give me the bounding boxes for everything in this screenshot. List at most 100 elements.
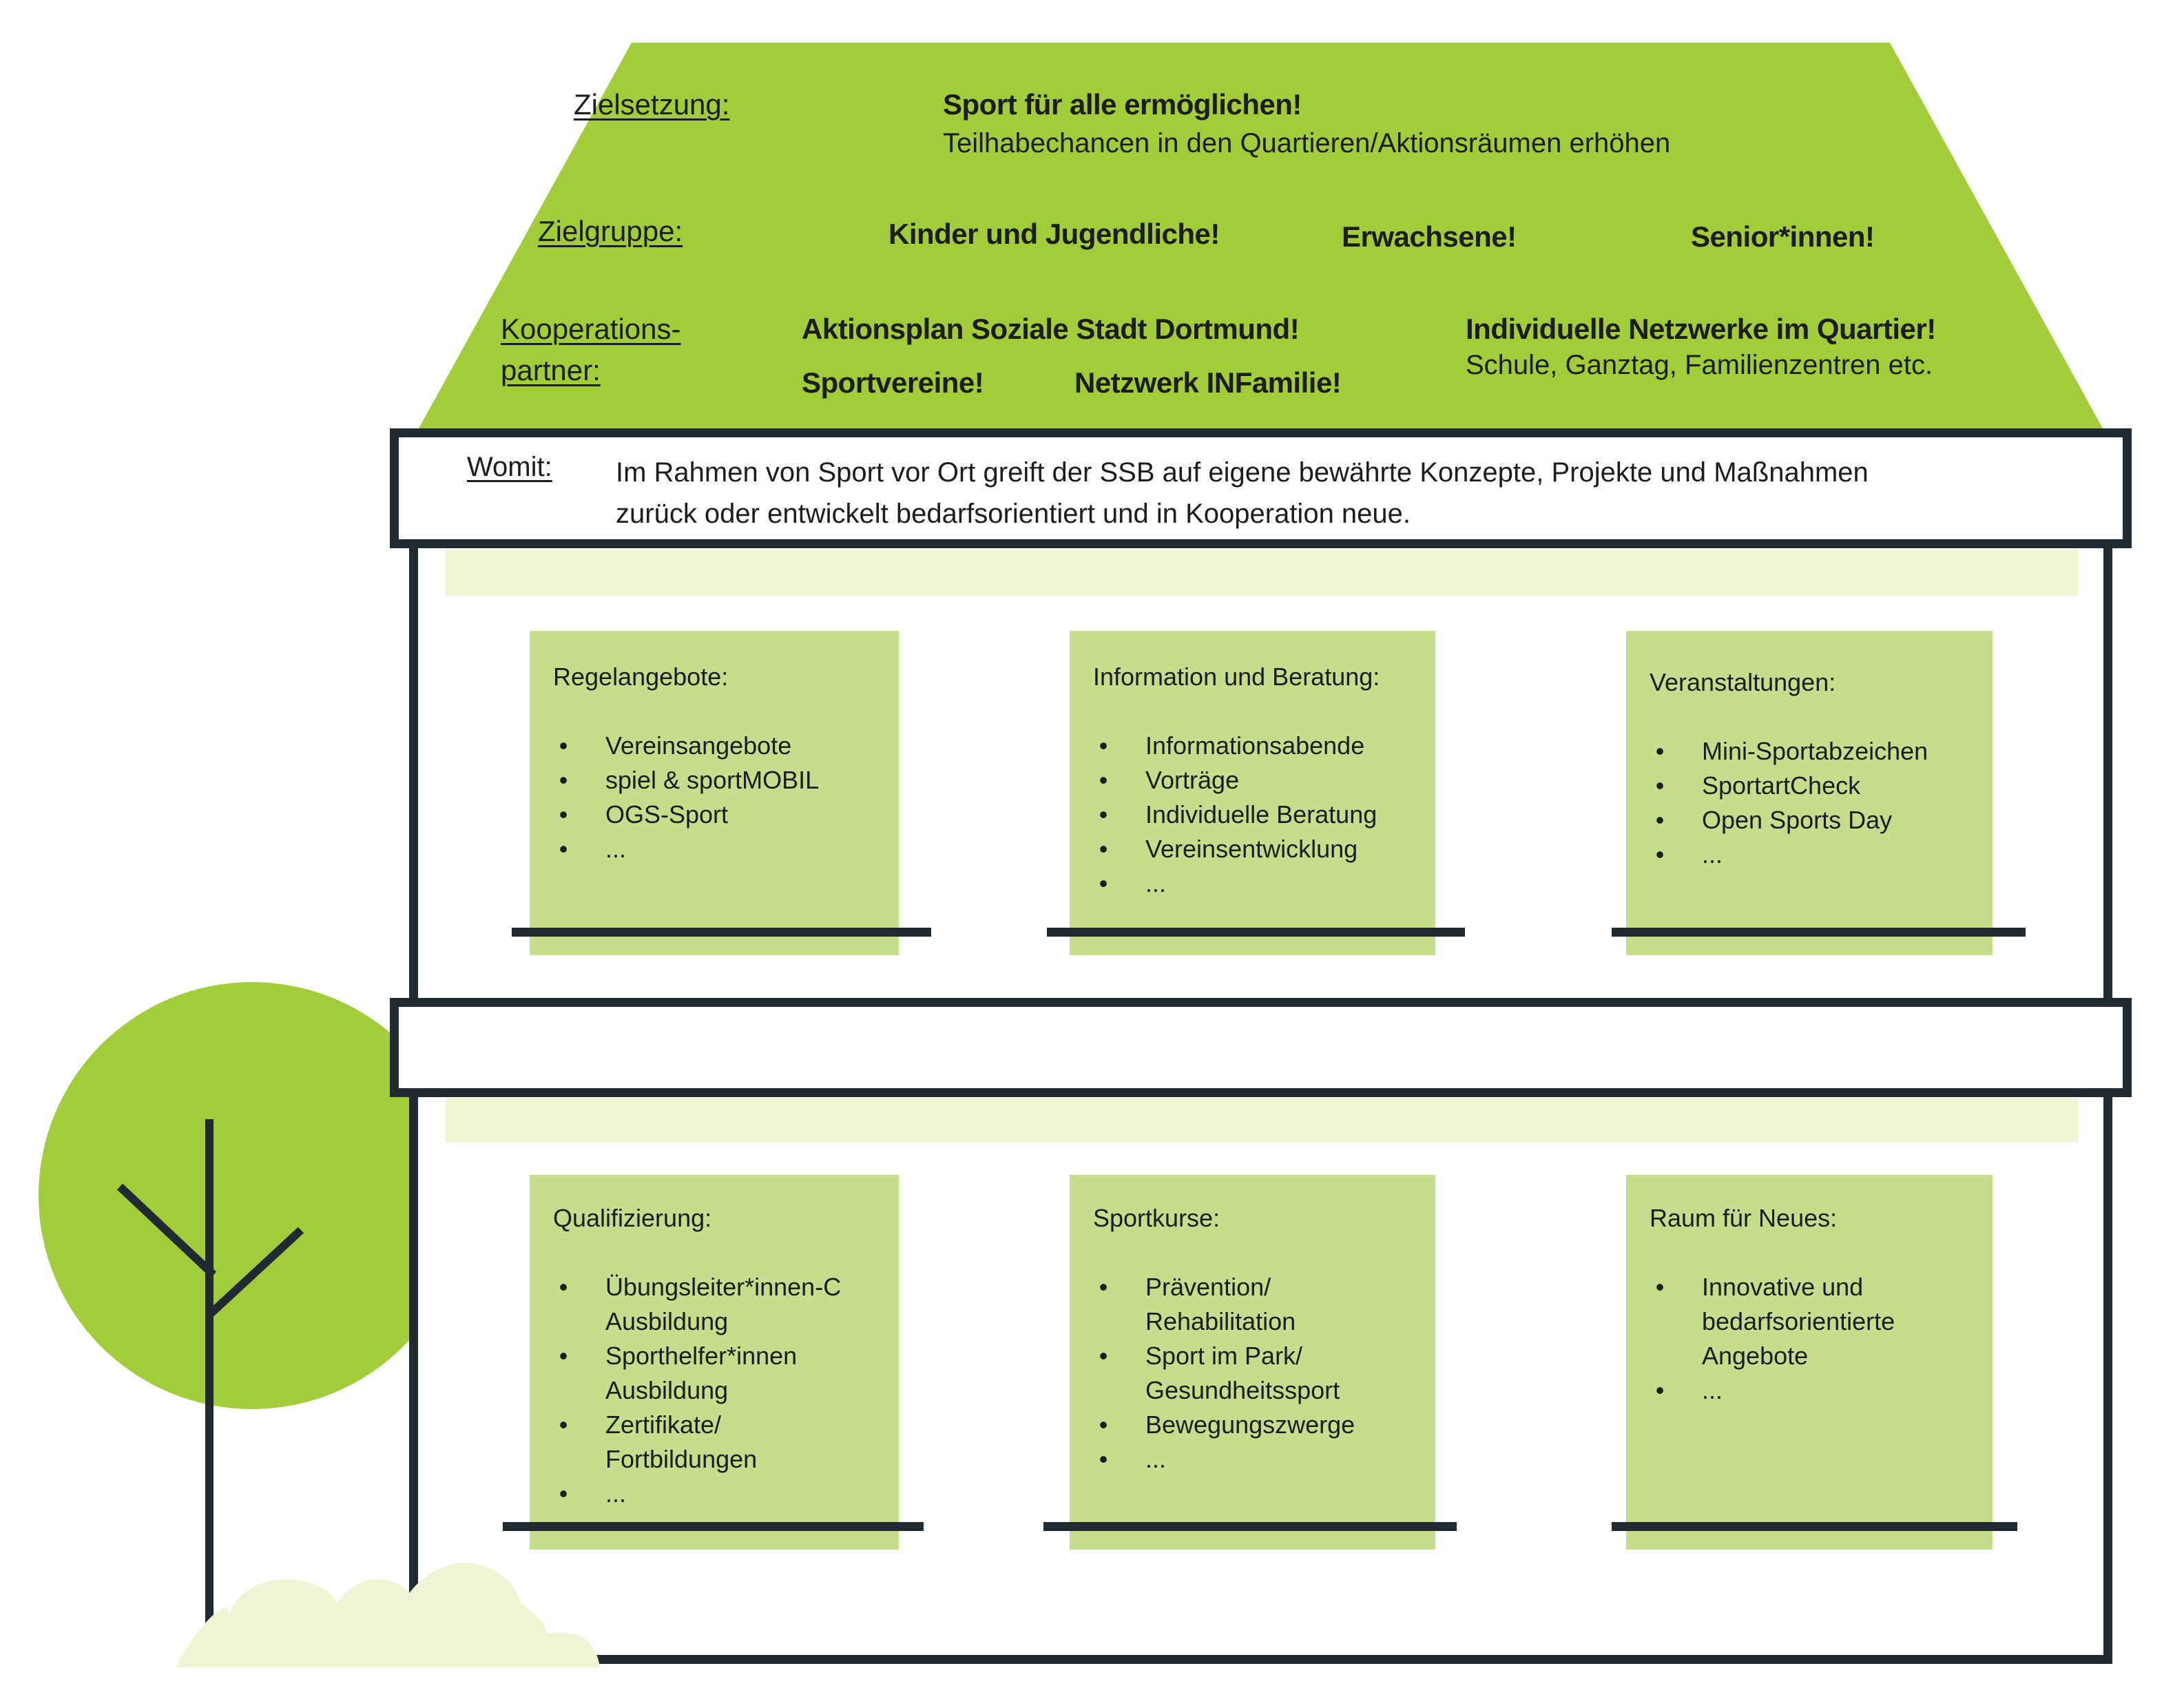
bullet-icon: •	[559, 1410, 568, 1439]
list-item: • OGS-Sport	[553, 798, 899, 832]
window-sill	[1612, 928, 2026, 937]
list-item-text: Vorträge	[1145, 766, 1240, 794]
list-item: • Sport im Park/Gesundheitssport	[1093, 1339, 1435, 1408]
tree-branch-left	[116, 1183, 217, 1278]
bullet-icon: •	[1099, 1445, 1108, 1473]
list-item-text: Sport im Park/	[1145, 1342, 1303, 1370]
floor-separator-band	[390, 998, 2132, 1097]
list-item-text: SportartCheck	[1702, 771, 1861, 800]
list-item: • Open Sports Day	[1650, 803, 1993, 837]
list-item-text: Ausbildung	[605, 1307, 729, 1335]
box-title: Regelangebote:	[553, 663, 729, 691]
building-left-wall	[409, 548, 418, 1664]
list-item: •...	[553, 832, 899, 866]
list-item-text: Open Sports Day	[1702, 806, 1893, 834]
box-list: • Prävention/Rehabilitation • Sport im Park…	[1093, 1270, 1435, 1477]
box-regelangebote: Regelangebote: •Vereinsangebote•spiel & …	[530, 631, 899, 955]
partner-netzwerk-infamilie: Netzwerk INFamilie!	[1074, 366, 1342, 399]
zielgruppe-senioren: Senior*innen!	[1691, 220, 1875, 253]
zielgruppe-kinder: Kinder und Jugendliche!	[888, 218, 1220, 250]
bullet-icon: •	[1099, 1273, 1108, 1301]
list-item-text: Vereinsentwicklung	[1145, 835, 1358, 863]
box-list: •Vereinsangebote•spiel & sportMOBIL•OGS-…	[553, 729, 899, 866]
list-item: •Bewegungszwerge	[1093, 1408, 1435, 1442]
list-item-text: Informationsabende	[1145, 731, 1365, 760]
womit-band	[390, 428, 2132, 548]
roof	[419, 43, 2103, 428]
list-item-text: Zertifikate/	[605, 1410, 722, 1439]
bullet-icon: •	[1099, 731, 1108, 760]
box-information-beratung: Information und Beratung: •Informationsa…	[1070, 631, 1435, 955]
list-item-text: Bewegungszwerge	[1145, 1410, 1355, 1439]
bullet-icon: •	[559, 1479, 568, 1508]
list-item: •...	[1093, 866, 1435, 901]
list-item-text: Vereinsangebote	[605, 731, 792, 760]
womit-line-2: zurück oder entwickelt bedarfsorientiert…	[616, 499, 1411, 529]
bullet-icon: •	[559, 731, 568, 760]
list-item-text: ...	[1145, 1445, 1167, 1473]
zielsetzung-label: Zielsetzung:	[574, 88, 730, 121]
list-item: • Vereinsentwicklung	[1093, 832, 1435, 866]
list-item-text: Rehabilitation	[1145, 1307, 1296, 1335]
list-item-text: OGS-Sport	[605, 800, 729, 829]
zielsetzung-headline: Sport für alle ermöglichen!	[943, 88, 1302, 121]
bullet-icon: •	[1655, 1376, 1665, 1404]
list-item-text: Fortbildungen	[605, 1445, 758, 1473]
box-sportkurse: Sportkurse: • Prävention/Rehabilitation • S…	[1070, 1175, 1435, 1550]
window-sill	[1612, 1522, 2017, 1531]
womit-line-1: Im Rahmen von Sport vor Ort greift der S…	[616, 457, 1869, 488]
partner-individuelle-netzwerke: Individuelle Netzwerke im Quartier!	[1466, 313, 1936, 345]
tree-branch-right	[206, 1227, 304, 1318]
list-item: • SportartCheck	[1650, 769, 1993, 803]
bullet-icon: •	[1655, 806, 1665, 834]
list-item: • Informationsabende	[1093, 729, 1435, 763]
list-item-text: Angebote	[1702, 1342, 1809, 1370]
list-item-text: Ausbildung	[605, 1376, 729, 1404]
list-item-text: ...	[1702, 840, 1723, 868]
bullet-icon: •	[559, 766, 568, 794]
box-title: Sportkurse:	[1093, 1204, 1220, 1232]
building-right-wall	[2103, 548, 2112, 1664]
bullet-icon: •	[1099, 1342, 1108, 1370]
bullet-icon: •	[559, 800, 568, 829]
list-item: • Zertifikate/Fortbildungen	[553, 1408, 899, 1477]
bullet-icon: •	[1655, 771, 1665, 800]
list-item-text: ...	[605, 1479, 627, 1508]
bullet-icon: •	[1099, 869, 1108, 897]
bullet-icon: •	[1099, 835, 1108, 863]
list-item: •...	[553, 1477, 899, 1511]
bullet-icon: •	[559, 1342, 568, 1370]
bullet-icon: •	[559, 1273, 568, 1301]
partner-aktionsplan: Aktionsplan Soziale Stadt Dortmund!	[802, 313, 1300, 345]
box-title: Veranstaltungen:	[1650, 668, 1836, 696]
window-sill	[1047, 928, 1465, 937]
list-item: •Mini-Sportabzeichen	[1650, 734, 1993, 769]
box-list: •Mini-Sportabzeichen•SportartCheck•Open …	[1650, 734, 1993, 872]
list-item-text: Sporthelfer*innen	[605, 1342, 798, 1370]
kooperationspartner-label-line1: Kooperations-	[501, 313, 681, 345]
zielgruppe-erwachsene: Erwachsene!	[1342, 220, 1517, 253]
list-item-text: Innovative und	[1702, 1273, 1864, 1301]
window-sill	[512, 928, 931, 937]
window-sill	[1043, 1522, 1457, 1531]
list-item: •...	[1650, 1373, 1993, 1408]
box-list: •Informationsabende•Vorträge•Individuell…	[1093, 729, 1435, 901]
list-item-text: Gesundheitssport	[1145, 1376, 1340, 1404]
box-title: Qualifizierung:	[553, 1204, 712, 1232]
list-item-text: bedarfsorientierte	[1702, 1307, 1895, 1335]
ceiling-stripe-lower	[446, 1098, 2078, 1143]
bullet-icon: •	[1655, 840, 1665, 868]
kooperationspartner-label-line2: partner:	[501, 354, 601, 386]
list-item-text: Prävention/	[1145, 1273, 1271, 1301]
ceiling-stripe-upper	[446, 549, 2078, 596]
partner-sportvereine: Sportvereine!	[802, 366, 984, 399]
list-item-text: Mini-Sportabzeichen	[1702, 737, 1928, 765]
bullet-icon: •	[1655, 1273, 1665, 1301]
